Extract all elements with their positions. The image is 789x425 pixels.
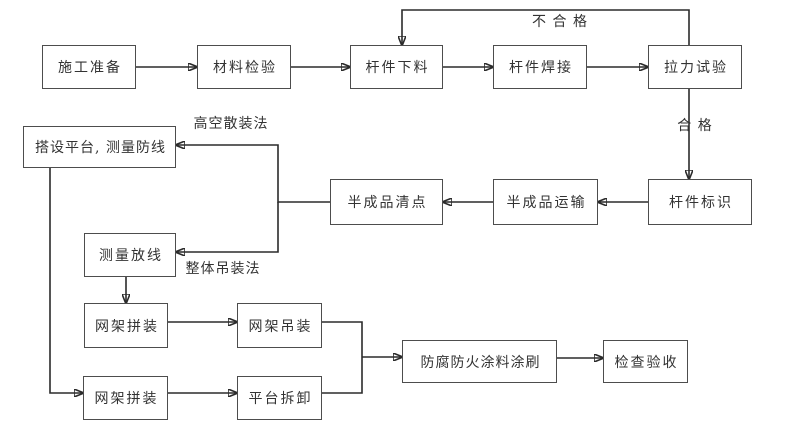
node-grid-hoisting: 网架吊装 [237, 303, 322, 348]
edge-label-pass: 合 格 [677, 118, 713, 134]
node-construction-preparation: 施工准备 [42, 45, 136, 89]
node-anticorrosion-fireproof-coating: 防腐防火涂料涂刷 [402, 340, 557, 383]
node-material-inspection: 材料检验 [197, 45, 291, 89]
edge-fail-feedback [402, 9, 690, 45]
node-member-marking: 杆件标识 [648, 179, 752, 225]
edge-label-fail: 不 合 格 [532, 14, 588, 30]
node-member-welding: 杆件焊接 [493, 45, 587, 89]
node-platform-setup-survey: 搭设平台, 测量防线 [23, 126, 176, 168]
edge-label-integral-hoisting-method: 整体吊装法 [185, 261, 261, 277]
node-semi-product-count: 半成品清点 [330, 179, 443, 225]
node-grid-assembly-1: 网架拼装 [84, 303, 168, 348]
node-tension-test: 拉力试验 [648, 45, 742, 89]
node-inspection-acceptance: 检查验收 [603, 340, 688, 383]
node-semi-product-transport: 半成品运输 [493, 179, 598, 225]
node-member-cutting: 杆件下料 [350, 45, 443, 89]
edge-count-to-survey-layout [176, 202, 279, 252]
edge-count-to-platform-setup [176, 145, 330, 203]
node-survey-layout: 测量放线 [84, 233, 176, 277]
edge-label-high-altitude-bulk-method: 高空散装法 [193, 116, 269, 132]
node-grid-assembly-2: 网架拼装 [83, 376, 168, 420]
node-platform-dismantle: 平台拆卸 [237, 376, 322, 420]
edge-merge-connector [322, 321, 363, 394]
edge-platform-setup-to-grid-assembly-2 [49, 168, 83, 393]
